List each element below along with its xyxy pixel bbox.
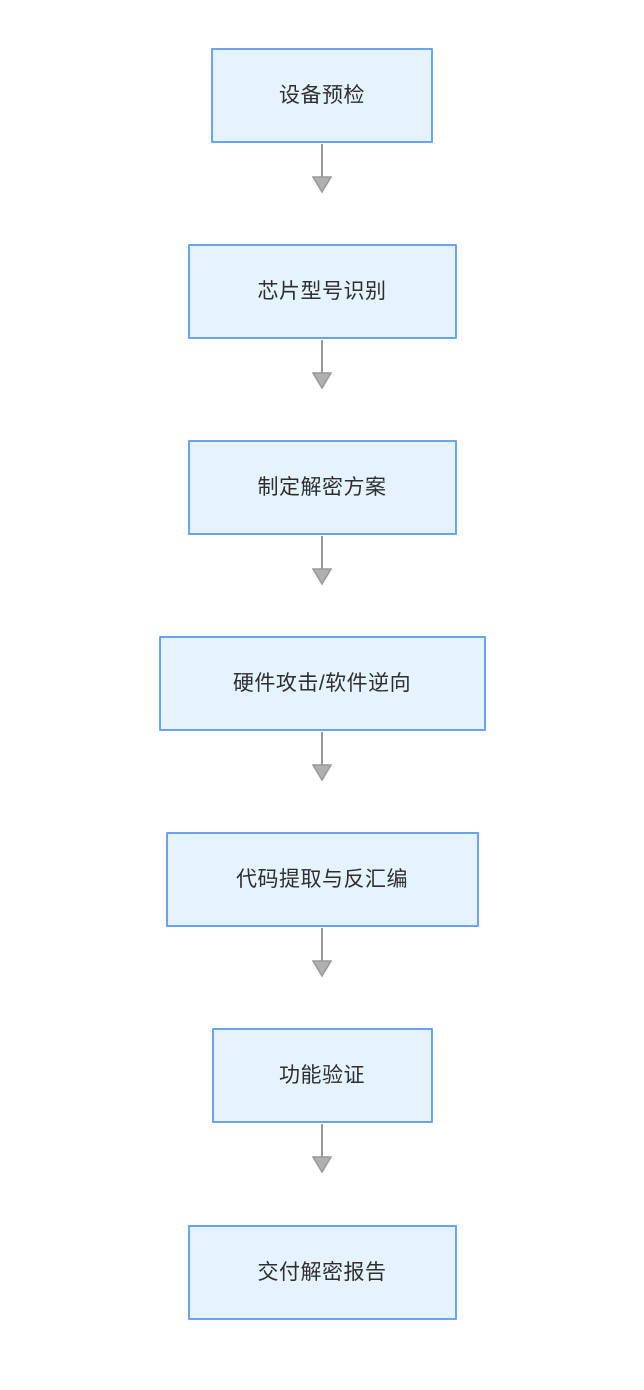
flow-node-label: 设备预检: [279, 84, 365, 107]
flow-node-label: 硬件攻击/软件逆向: [232, 672, 412, 695]
arrowhead-icon: [311, 1156, 333, 1174]
flow-node-row: 交付解密报告: [0, 1225, 644, 1320]
flow-node-n3[interactable]: 制定解密方案: [187, 440, 457, 535]
flow-arrow-n3-to-n4: [0, 536, 644, 586]
flow-node-row: 硬件攻击/软件逆向: [0, 636, 644, 731]
flow-arrow-n4-to-n5: [0, 732, 644, 782]
flow-node-label: 代码提取与反汇编: [236, 868, 408, 891]
flow-node-label: 芯片型号识别: [257, 280, 387, 303]
flow-node-row: 芯片型号识别: [0, 244, 644, 339]
flow-node-row: 代码提取与反汇编: [0, 832, 644, 927]
arrowhead-icon: [311, 372, 333, 390]
arrowhead-icon: [311, 960, 333, 978]
flow-arrow-n2-to-n3: [0, 340, 644, 390]
flow-node-n7[interactable]: 交付解密报告: [187, 1225, 457, 1320]
arrowhead-icon: [311, 568, 333, 586]
flow-node-label: 功能验证: [279, 1064, 365, 1087]
flow-node-label: 制定解密方案: [257, 476, 387, 499]
flow-node-n1[interactable]: 设备预检: [211, 48, 433, 143]
arrowhead-icon: [311, 764, 333, 782]
flow-arrow-n1-to-n2: [0, 144, 644, 194]
flow-node-row: 功能验证: [0, 1028, 644, 1123]
flow-node-n5[interactable]: 代码提取与反汇编: [165, 832, 479, 927]
flow-node-n6[interactable]: 功能验证: [211, 1028, 433, 1123]
flow-node-row: 设备预检: [0, 48, 644, 143]
flow-node-row: 制定解密方案: [0, 440, 644, 535]
flow-node-n2[interactable]: 芯片型号识别: [187, 244, 457, 339]
arrowhead-icon: [311, 176, 333, 194]
flow-arrow-n5-to-n6: [0, 928, 644, 978]
flow-node-label: 交付解密报告: [257, 1261, 387, 1284]
flow-arrow-n6-to-n7: [0, 1124, 644, 1174]
flow-node-n4[interactable]: 硬件攻击/软件逆向: [158, 636, 486, 731]
